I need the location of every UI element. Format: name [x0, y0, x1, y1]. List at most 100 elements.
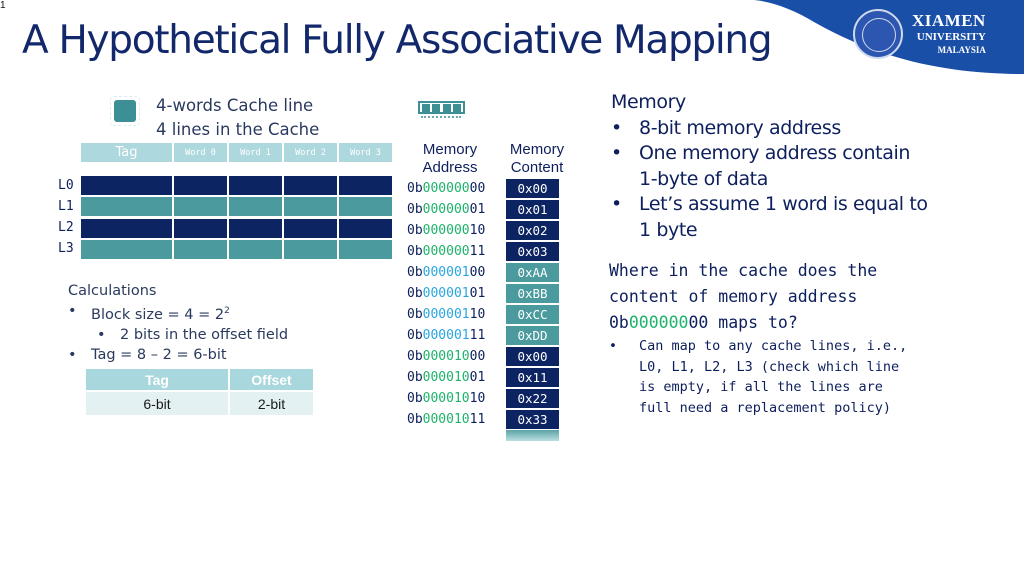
cache-word-cell [339, 240, 392, 259]
brand-line-1: XIAMEN [912, 11, 986, 30]
memory-content: 0xBB [506, 284, 559, 303]
calc-tag: •Tag = 8 – 2 = 6-bit [68, 347, 227, 363]
memory-address: 0b00001010 [407, 391, 486, 406]
format-header-tag: Tag [86, 369, 230, 391]
memory-content: 0x22 [506, 389, 559, 408]
memory-continuation [506, 430, 559, 441]
cache-word-cell [284, 240, 337, 259]
cache-line-l0 [81, 176, 394, 195]
cache-line-l3 [81, 240, 394, 259]
cache-line-labels: L0 L1 L2 L3 [58, 176, 74, 260]
cache-word-cell [339, 197, 392, 216]
brand-line-3: MALAYSIA [937, 45, 986, 55]
cache-tag-cell [81, 240, 172, 259]
memory-content: 0xDD [506, 326, 559, 345]
calculations-title: Calculations [68, 283, 157, 299]
cache-header: Tag Word 0 Word 1 Word 2 Word 3 [81, 143, 394, 162]
memory-content: 0x02 [506, 221, 559, 240]
format-value-offset: 2-bit [229, 390, 315, 415]
memory-row: 0b00001010 0x22 [407, 388, 559, 409]
cache-word-cell [284, 197, 337, 216]
memory-address: 0b00000100 [407, 265, 486, 280]
memory-address: 0b00000001 [407, 202, 486, 217]
cache-chip-icon [110, 96, 140, 126]
cache-word-cell [174, 176, 227, 195]
cache-tag-cell [81, 219, 172, 238]
cache-word-cell [174, 197, 227, 216]
address-format-table: Tag Offset 6-bit 2-bit [86, 369, 315, 415]
brand-line-2: UNIVERSITY [916, 31, 986, 43]
memory-address: 0b00001011 [407, 412, 486, 427]
memory-module-icon [418, 101, 466, 121]
memory-row: 0b00000000 0x00 [407, 178, 559, 199]
cache-header-word-1: Word 1 [229, 143, 282, 162]
memory-row: 0b00000011 0x03 [407, 241, 559, 262]
university-seal-icon [853, 9, 903, 59]
memory-content: 0x11 [506, 368, 559, 387]
cache-header-word-3: Word 3 [339, 143, 392, 162]
memory-address: 0b00000110 [407, 307, 486, 322]
memory-row: 0b00001001 0x11 [407, 367, 559, 388]
memory-row: 0b00000101 0xBB [407, 283, 559, 304]
cache-word-cell [229, 197, 282, 216]
cache-heading-line-1: 4-words Cache line [156, 96, 314, 115]
memory-content: 0x00 [506, 347, 559, 366]
memory-address: 0b00000101 [407, 286, 486, 301]
cache-line-label: L2 [58, 220, 74, 235]
memory-content: 0x01 [506, 200, 559, 219]
memory-content: 0xCC [506, 305, 559, 324]
mapping-question: Where in the cache does the content of m… [609, 261, 878, 332]
memory-content: 0x00 [506, 179, 559, 198]
memory-notes-title: Memory [611, 91, 686, 113]
memory-address: 0b00001001 [407, 370, 486, 385]
university-logo-banner: XIAMEN UNIVERSITY MALAYSIA [754, 0, 1024, 76]
memory-row: 0b00000110 0xCC [407, 304, 559, 325]
cache-header-word-0: Word 0 [174, 143, 227, 162]
cache-lines [81, 176, 394, 261]
slide-number: 1 [0, 0, 6, 11]
cache-word-cell [284, 176, 337, 195]
cache-line-label: L0 [58, 178, 74, 193]
cache-word-cell [284, 219, 337, 238]
mapping-answer: • Can map to any cache lines, i.e., L0, … [609, 338, 908, 416]
memory-note-item: •8-bit memory address [611, 116, 841, 139]
memory-address: 0b00001000 [407, 349, 486, 364]
page-title: A Hypothetical Fully Associative Mapping [22, 18, 773, 63]
university-name: XIAMEN UNIVERSITY MALAYSIA [912, 12, 986, 55]
cache-header-word-2: Word 2 [284, 143, 337, 162]
memory-content: 0x03 [506, 242, 559, 261]
memory-content: 0xAA [506, 263, 559, 282]
memory-address: 0b00000011 [407, 244, 486, 259]
cache-line-label: L3 [58, 241, 74, 256]
calc-offset-bits: •2 bits in the offset field [97, 327, 289, 343]
memory-address-header: Memory Address [422, 141, 478, 176]
format-value-tag: 6-bit [86, 390, 230, 415]
cache-heading-line-2: 4 lines in the Cache [156, 120, 320, 139]
memory-notes: Memory •8-bit memory address •One memory… [611, 90, 928, 243]
cache-word-cell [229, 176, 282, 195]
cache-word-cell [174, 240, 227, 259]
memory-content-header: Memory Content [509, 141, 565, 176]
cache-line-l1 [81, 197, 394, 216]
cache-header-tag: Tag [81, 143, 172, 162]
cache-word-cell [229, 240, 282, 259]
calc-block-size: •Block size = 4 = 22 [68, 303, 230, 323]
memory-address: 0b00000000 [407, 181, 486, 196]
cache-tag-cell [81, 197, 172, 216]
calculations: Calculations •Block size = 4 = 22 •2 bit… [68, 281, 288, 365]
memory-row: 0b00001000 0x00 [407, 346, 559, 367]
cache-tag-cell [81, 176, 172, 195]
cache-heading: 4-words Cache line 4 lines in the Cache [156, 94, 319, 142]
cache-line-label: L1 [58, 199, 74, 214]
cache-word-cell [174, 219, 227, 238]
cache-word-cell [339, 176, 392, 195]
memory-row: 0b00000001 0x01 [407, 199, 559, 220]
format-header-offset: Offset [229, 369, 315, 391]
cache-word-cell [339, 219, 392, 238]
